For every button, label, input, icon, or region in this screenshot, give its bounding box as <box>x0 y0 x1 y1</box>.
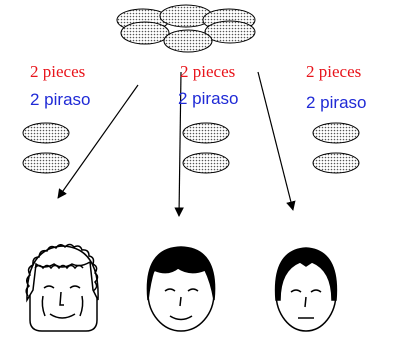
cookie-icon <box>182 122 230 144</box>
arrow-icon <box>174 71 184 217</box>
cookie-icon <box>312 122 360 144</box>
group-1-label-en: 2 pieces <box>30 62 86 81</box>
face-curly-hair-icon <box>25 243 99 332</box>
face-parted-hair-icon <box>274 247 338 332</box>
arrow-icon <box>57 84 139 199</box>
cookie-icon <box>182 152 230 174</box>
cookie-icon <box>22 122 70 144</box>
face-bob-hair-icon <box>146 246 216 332</box>
group-1-label-tl: 2 piraso <box>30 90 91 109</box>
right-pieces <box>312 122 360 174</box>
left-pieces <box>22 122 70 174</box>
cookie-pile-icon <box>116 4 256 53</box>
group-3-label-tl: 2 piraso <box>306 93 367 112</box>
cookie-icon <box>312 152 360 174</box>
group-2-label-tl: 2 piraso <box>178 89 239 108</box>
middle-pieces <box>182 122 230 174</box>
group-3-label-en: 2 pieces <box>306 62 362 81</box>
group-2-label-en: 2 pieces <box>180 62 236 81</box>
cookie-icon <box>22 152 70 174</box>
arrow-icon <box>257 71 296 211</box>
